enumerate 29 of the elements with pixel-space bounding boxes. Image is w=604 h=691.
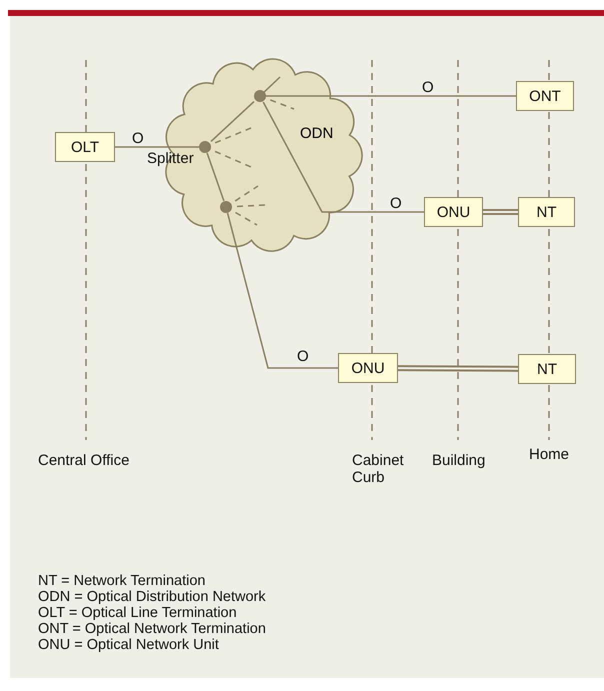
fiber-line xyxy=(226,212,338,369)
splitter-label: Splitter xyxy=(147,151,194,166)
device-box: NT xyxy=(518,197,575,227)
edge-label: O xyxy=(390,197,402,211)
column-label: Home xyxy=(529,446,570,463)
device-box: ONU xyxy=(424,197,483,227)
fiber-line xyxy=(266,95,516,97)
device-box: OLT xyxy=(55,132,115,162)
edge-label: O xyxy=(297,350,309,364)
cloud-label: ODN xyxy=(300,125,334,142)
fiber-line xyxy=(262,102,424,213)
abbreviation-note: ONU = Optical Network Unit xyxy=(38,637,219,653)
device-box: ONU xyxy=(338,353,398,383)
column-label: Central Office xyxy=(38,452,130,469)
device-box: ONT xyxy=(516,81,574,111)
edge-label: O xyxy=(132,132,144,146)
abbreviation-note: OLT = Optical Line Termination xyxy=(38,605,237,621)
double-line-connector xyxy=(483,209,518,215)
device-box: NT xyxy=(518,354,576,384)
fiber-line xyxy=(210,101,254,142)
column-label: Cabinet Curb xyxy=(352,452,404,486)
column-label: Building xyxy=(432,452,486,469)
edge-label: O xyxy=(422,81,434,95)
abbreviation-note: NT = Network Termination xyxy=(38,573,206,589)
fiber-line xyxy=(115,146,199,148)
fiber-line xyxy=(206,152,225,202)
double-line-connector xyxy=(398,365,518,372)
abbreviation-note: ODN = Optical Distribution Network xyxy=(38,589,266,605)
abbreviation-note: ONT = Optical Network Termination xyxy=(38,621,266,637)
